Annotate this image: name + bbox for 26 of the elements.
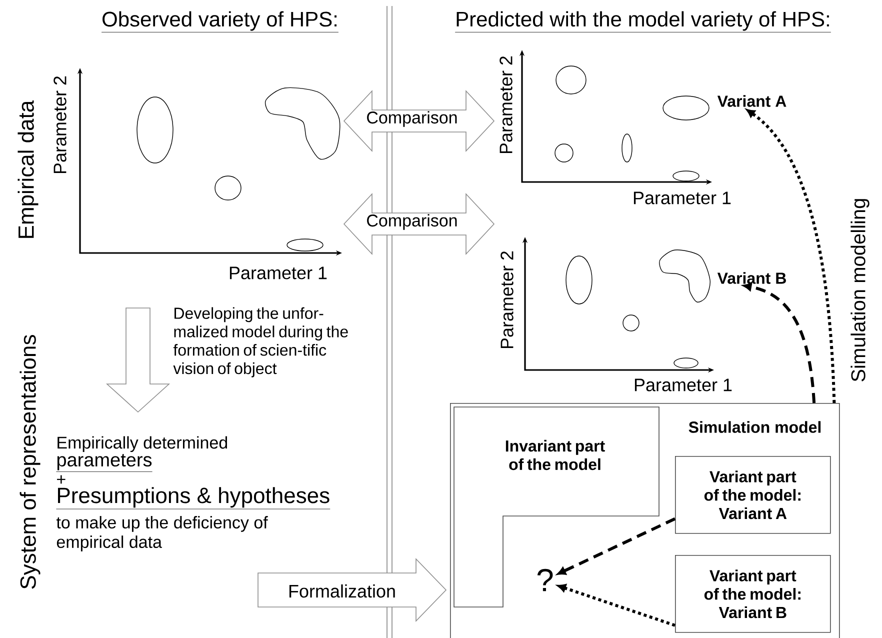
axis-label: Parameter 2 — [500, 56, 512, 154]
axis-label: Parameter 2 — [500, 251, 514, 348]
edge-label: Comparison — [367, 214, 457, 230]
edge-label: Developing the unfor-malized model during the formation of scien-tific vision of object — [173, 307, 348, 378]
question-mark: ? — [537, 568, 553, 592]
arrow — [558, 584, 676, 627]
section-title: Observed variety of HPS: — [101, 11, 339, 32]
edge-label: Simulation modelling — [850, 196, 870, 384]
variant-box: Variant part of the model: Variant A — [675, 456, 831, 534]
edge-label: Formalization — [289, 584, 395, 598]
text-block: Empirically determined parameters + Presumptions & hypotheses to make up the deficiency of empirical data — [56, 436, 330, 552]
axis-label: Parameter 1 — [230, 266, 327, 280]
variant-box: Variant part of the model: Variant B — [675, 555, 831, 633]
variant-label: Variant B — [717, 272, 786, 284]
axis-label: Parameter 2 — [54, 76, 66, 174]
edge-label: Comparison — [367, 111, 457, 127]
block-arrow — [106, 308, 170, 413]
arrow — [743, 282, 816, 404]
section-title: Predicted with the model variety of HPS: — [454, 11, 832, 32]
variant-label: Variant A — [717, 95, 786, 107]
axis-label: Parameter 1 — [634, 378, 732, 392]
arrow — [746, 109, 836, 404]
axis-label: Parameter 1 — [634, 192, 731, 204]
side-label: System of representations — [20, 335, 40, 589]
block-arrow — [258, 558, 447, 622]
arrow — [557, 517, 676, 575]
